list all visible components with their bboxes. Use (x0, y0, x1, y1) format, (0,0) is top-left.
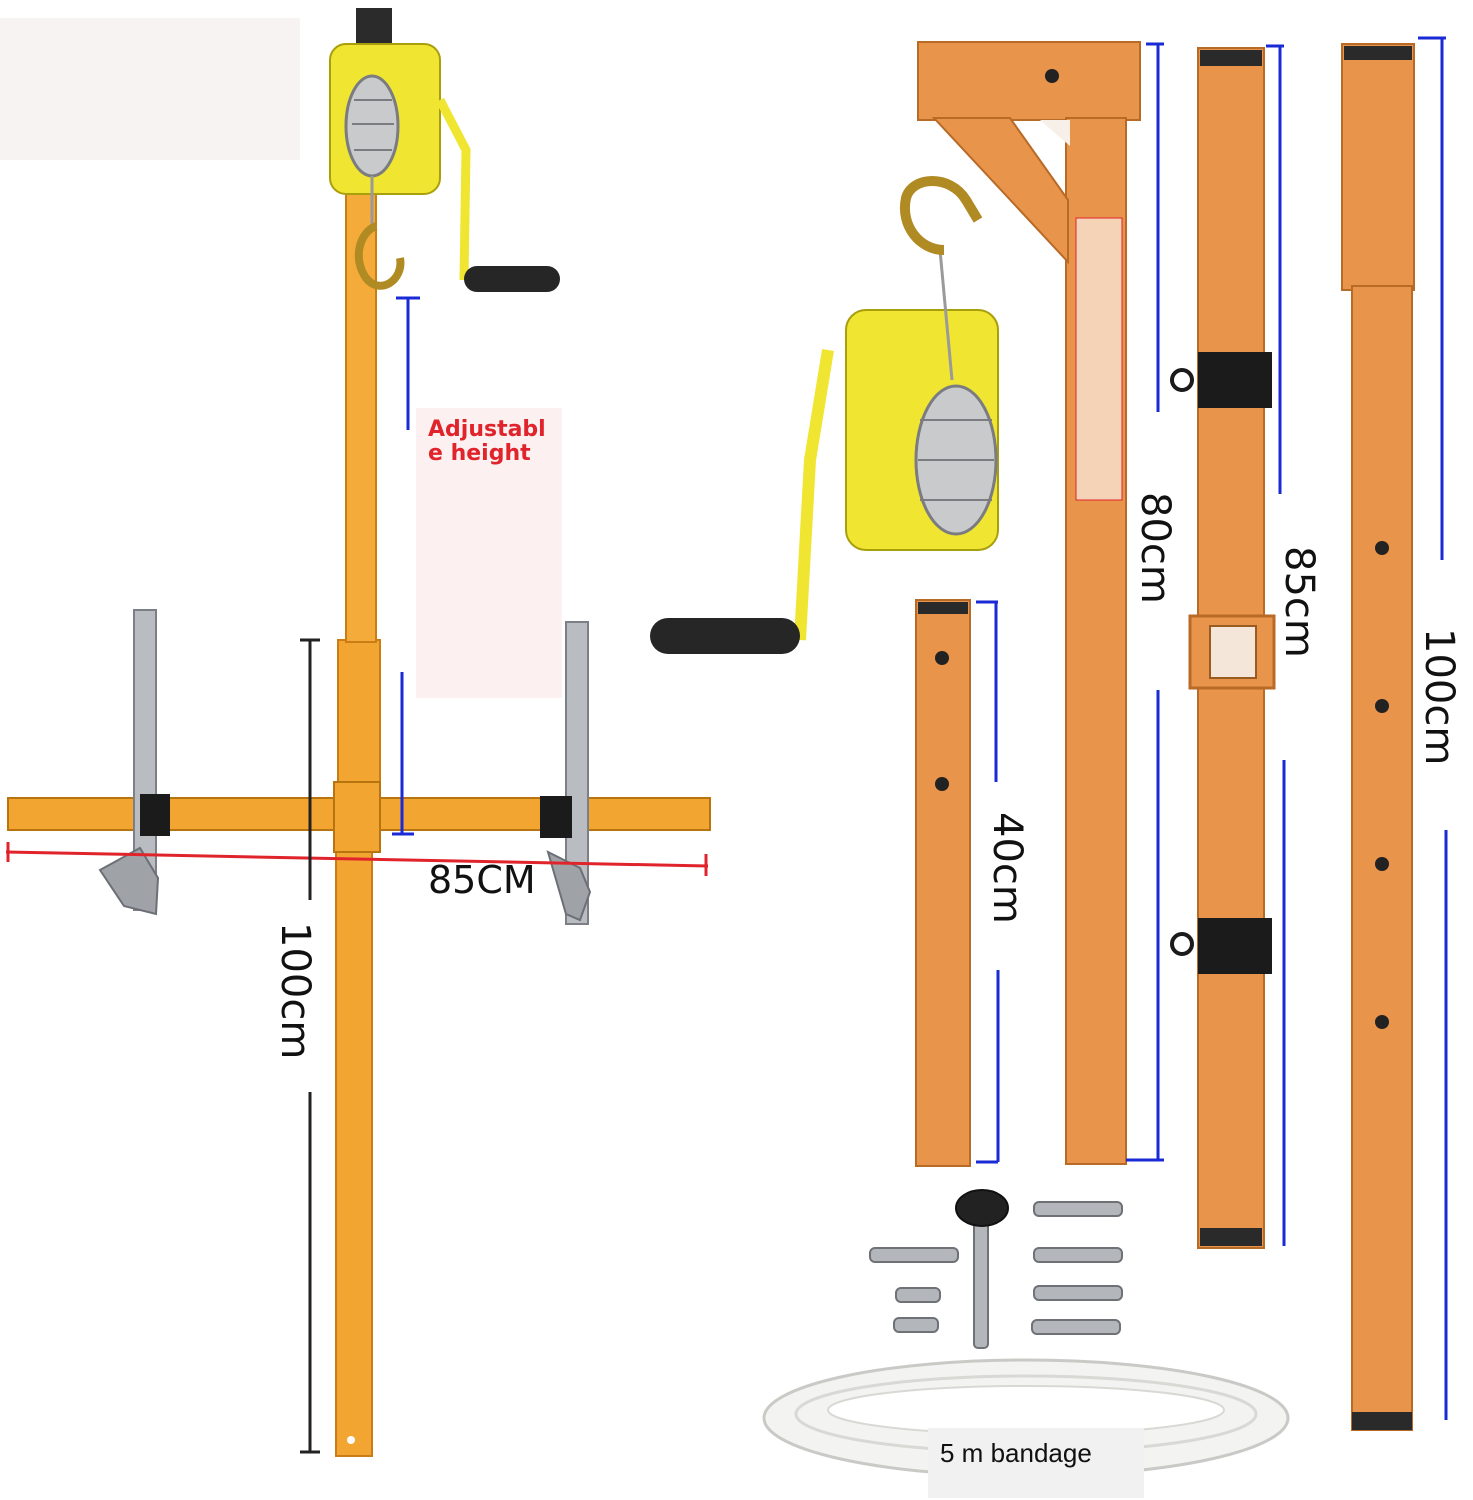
dimension-lines-left (5, 296, 709, 1454)
bracket-clamp (140, 794, 170, 836)
hook-icon (354, 222, 405, 290)
separate-winch (650, 176, 999, 654)
mounting-bracket (565, 621, 589, 925)
crossbar-joint (333, 781, 381, 853)
main-post-height-label: 100cm (272, 922, 318, 1060)
bandage-label: 5 m bandage (940, 1438, 1092, 1468)
label-panel-background (416, 408, 562, 698)
bandage-strap (762, 1358, 1290, 1478)
winch-handle-arm (436, 97, 471, 281)
bracket-clamp (540, 796, 572, 838)
crossbar-width-label: 85CM (428, 858, 536, 902)
crane-arm-part (917, 41, 1141, 1165)
post-100cm-part (1341, 43, 1415, 1431)
bracket-clamp (1198, 352, 1272, 408)
middle-post-length-label: 85cm (1276, 546, 1322, 658)
post-85cm-part (1170, 47, 1276, 1249)
base-post-length-label: 40cm (984, 812, 1030, 924)
bracket-foot (98, 846, 160, 916)
winch-cap (356, 8, 392, 48)
hardware-bolts (869, 1189, 1123, 1349)
post-40cm-part (915, 599, 971, 1167)
assembled-crane (7, 8, 711, 1457)
hook-icon (899, 176, 983, 255)
label-panel-background (928, 1428, 1144, 1498)
winch-grip (464, 266, 560, 292)
winch-drum (344, 74, 400, 178)
crane-lower-post (335, 849, 373, 1457)
bracket-foot (546, 850, 592, 922)
dimension-lines-right (976, 36, 1448, 1420)
winch-grip (650, 618, 800, 654)
label-panel-background (0, 18, 300, 160)
adjustable-height-label: Adjustabl e height (428, 417, 546, 466)
winch-handle-arm (794, 349, 834, 641)
upper-post-length-label: 100cm (1416, 628, 1462, 766)
bracket-clamp (1198, 918, 1272, 974)
arm-length-label: 80cm (1132, 492, 1178, 604)
bolt-icon (347, 1436, 355, 1444)
warning-label (1075, 217, 1123, 501)
